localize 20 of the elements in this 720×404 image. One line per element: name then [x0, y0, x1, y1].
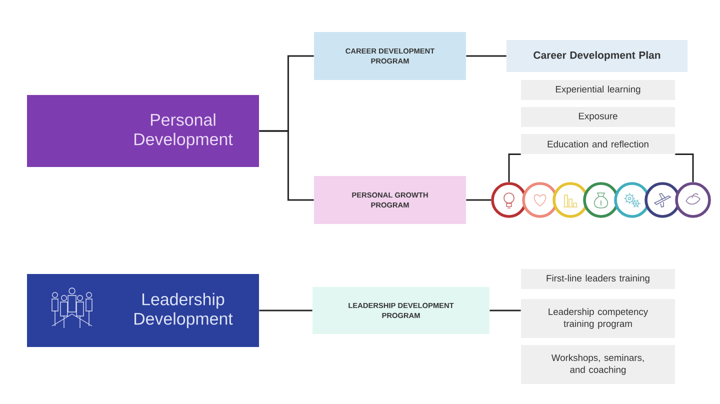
circle: [675, 182, 711, 218]
connector-line: [508, 153, 521, 182]
item-box: Leadership competency training program: [521, 299, 675, 338]
item-box: Exposure: [521, 107, 675, 127]
circle: [583, 182, 619, 218]
item-box: First-line leaders training: [521, 269, 675, 289]
circle: [522, 182, 558, 218]
item-box: Workshops, seminars, and coaching: [521, 345, 675, 384]
connector-line: [259, 310, 312, 312]
connector-line: [675, 153, 694, 182]
connector-line: [466, 55, 506, 57]
category-box: Leadership Development: [27, 274, 259, 347]
category-box: Personal Development: [27, 95, 259, 167]
connector-line: [259, 130, 314, 201]
plan-box: Career Development Plan: [506, 40, 688, 72]
connector-line: [490, 310, 521, 312]
item-box: Experiential learning: [521, 80, 675, 100]
circle: [491, 182, 527, 218]
connector-line: [466, 199, 492, 201]
item-box: Education and reflection: [521, 134, 675, 154]
